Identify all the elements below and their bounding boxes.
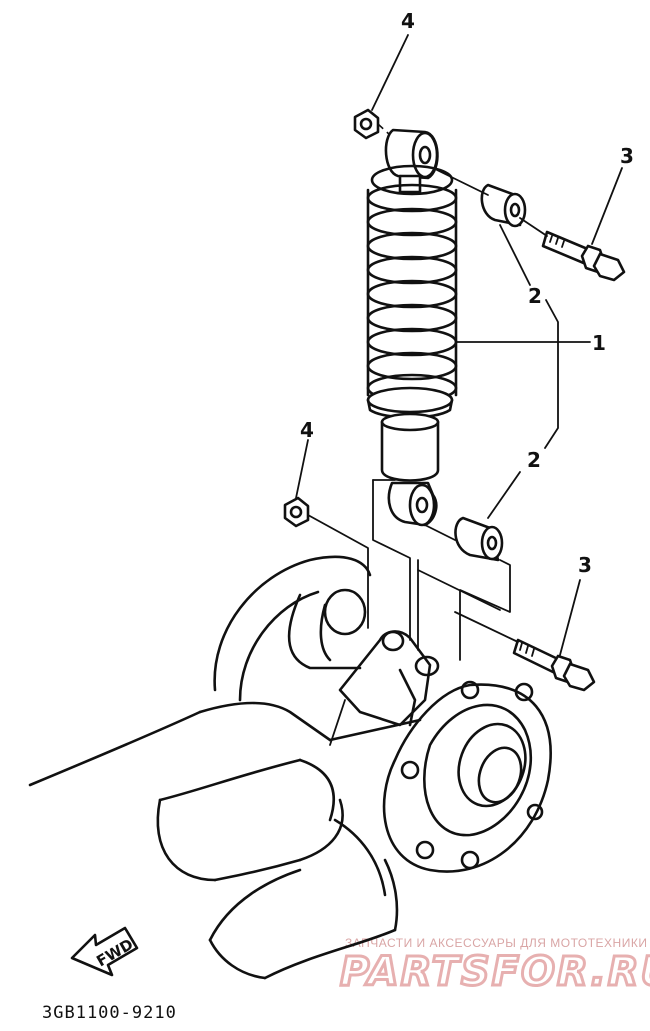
fwd-label: FWD [93,935,136,970]
nut-upper [353,108,380,140]
callout-4-upper: 4 [401,9,415,33]
callout-3-lower: 3 [578,553,592,577]
callout-1-shock-absorber: 1 [592,331,606,355]
nut-lower [283,496,310,528]
bolt-lower [512,638,596,692]
watermark-brand: PARTSFOR.RU [340,949,650,995]
callout-2-lower: 2 [527,448,541,472]
bolt-upper [541,230,626,282]
assembly-lines [307,123,548,661]
wheel-hub-flange [382,680,552,873]
bushing-upper [480,183,527,228]
callout-2-upper: 2 [528,284,542,308]
callout-3-upper: 3 [620,144,634,168]
watermark-tagline: ЗАПЧАСТИ И АКСЕССУАРЫ ДЛЯ МОТОТЕХНИКИ [345,936,647,950]
callout-4-lower: 4 [300,418,314,442]
watermark: ЗАПЧАСТИ И АКСЕССУАРЫ ДЛЯ МОТОТЕХНИКИ PA… [339,936,650,997]
fwd-arrow: FWD [70,926,139,977]
drawing-code: 3GB1100-9210 [42,1003,177,1023]
coil-spring [366,164,458,403]
bushing-lower [454,516,504,562]
shock-absorber [366,128,458,527]
axle-housing [28,555,440,980]
callouts: 4 3 2 1 2 4 3 [295,9,634,656]
